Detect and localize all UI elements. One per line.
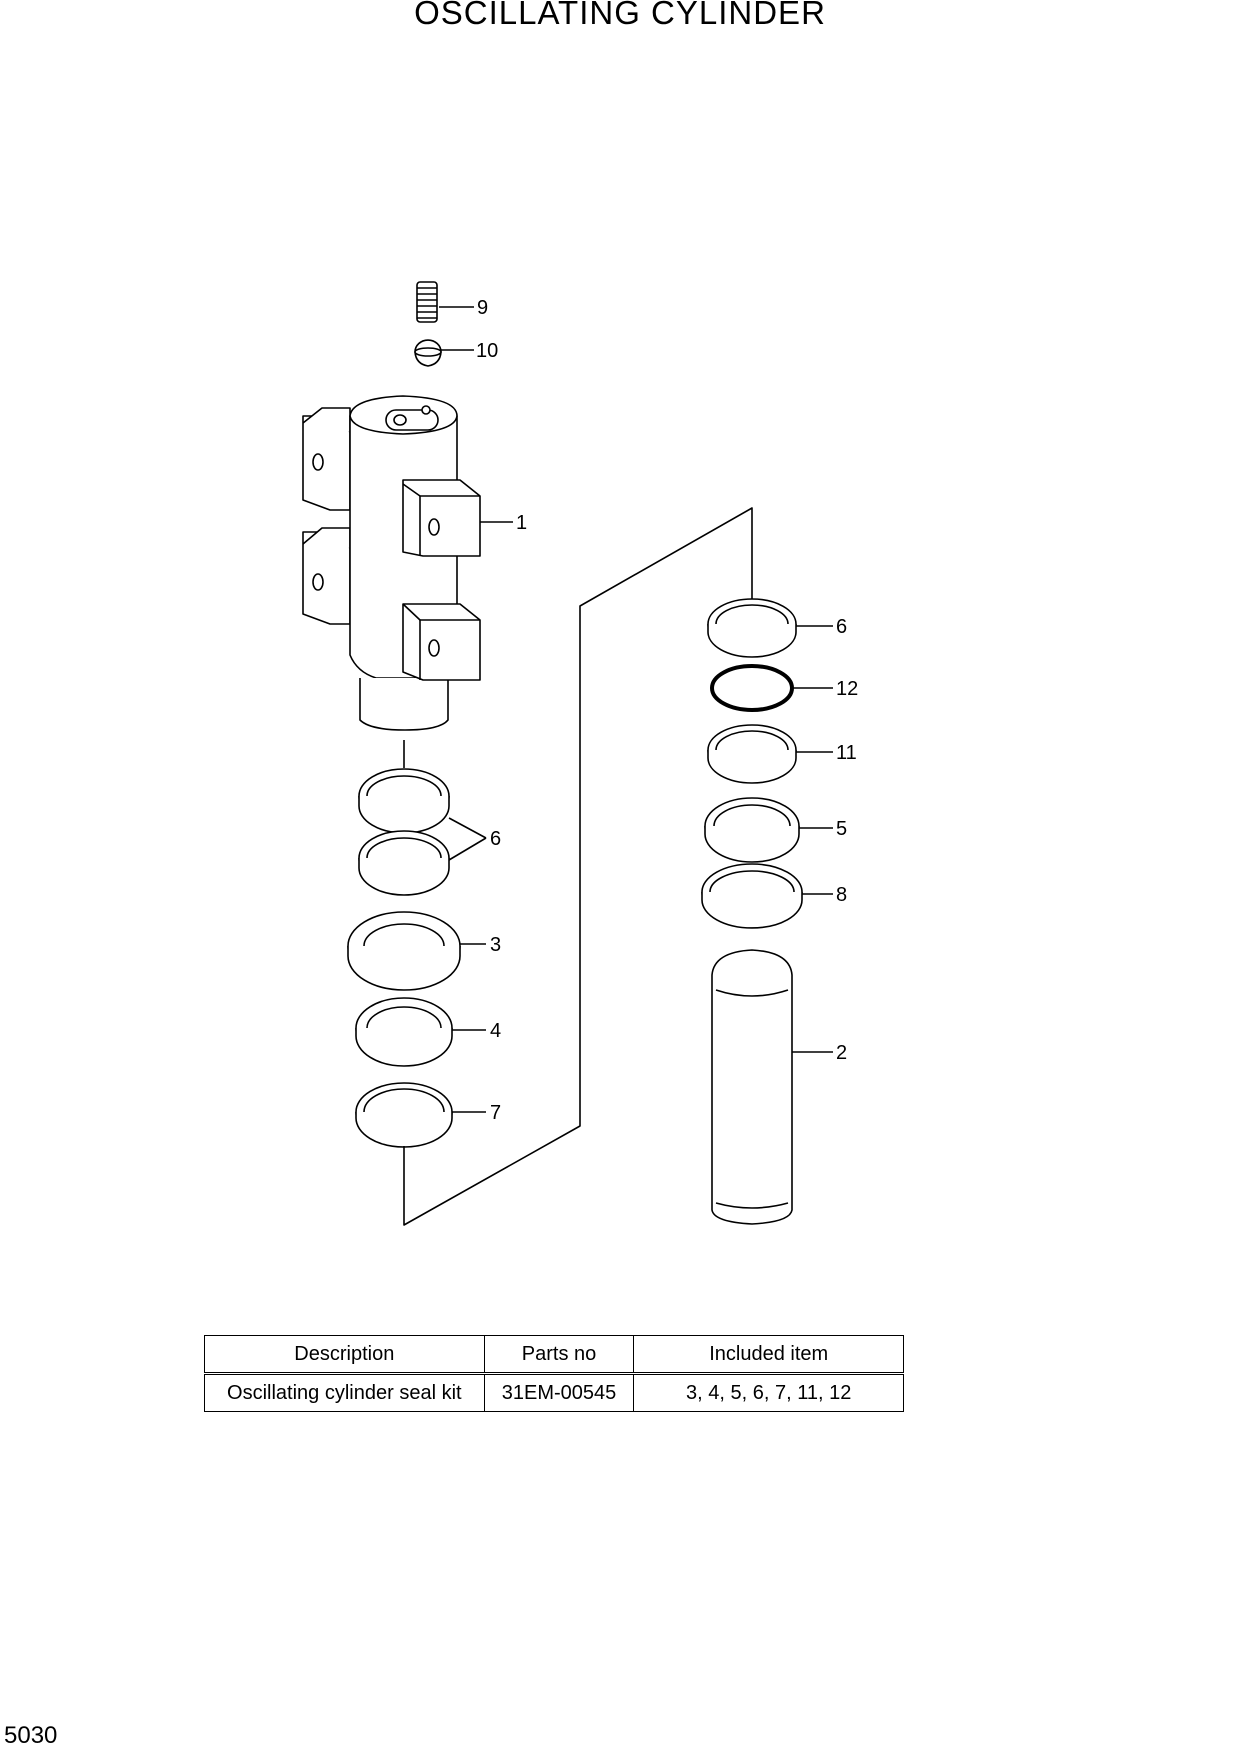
set-screw-part (416, 281, 438, 323)
page-title: OSCILLATING CYLINDER (414, 0, 826, 31)
cylinder-body-part (302, 395, 481, 731)
cell-parts-no: 31EM-00545 (483, 1373, 635, 1412)
callout-6-right: 6 (836, 616, 847, 638)
o-ring-12 (710, 664, 794, 712)
seal-ring-11 (707, 724, 797, 784)
column-header-included-item: Included item (633, 1335, 904, 1374)
callout-3: 3 (490, 934, 501, 956)
seal-kit-table: Description Parts no Included item Oscil… (204, 1335, 904, 1412)
callout-9: 9 (477, 297, 488, 319)
pin-part (711, 949, 793, 1225)
callout-2: 2 (836, 1042, 847, 1064)
seal-ring-6-right (707, 598, 797, 658)
seal-ring-6-lower (358, 830, 450, 896)
table-header-row: Description Parts no Included item (204, 1335, 904, 1374)
callout-1: 1 (516, 512, 527, 534)
seal-ring-4 (355, 997, 453, 1067)
callout-11: 11 (836, 742, 857, 764)
callout-5: 5 (836, 818, 847, 840)
callout-7: 7 (490, 1102, 501, 1124)
callout-10: 10 (476, 340, 498, 362)
seal-ring-3 (347, 911, 461, 991)
cell-included-item: 3, 4, 5, 6, 7, 11, 12 (633, 1373, 904, 1412)
table-row: Oscillating cylinder seal kit 31EM-00545… (204, 1373, 904, 1412)
seal-ring-8 (701, 863, 803, 929)
seal-ring-7 (355, 1082, 453, 1148)
callout-12: 12 (836, 678, 858, 700)
page-number: 5030 (4, 1722, 58, 1749)
cell-description: Oscillating cylinder seal kit (204, 1373, 485, 1412)
seal-ring-6-upper (358, 768, 450, 834)
seal-ring-5 (704, 797, 800, 863)
steel-ball-part (414, 339, 442, 367)
callout-8: 8 (836, 884, 847, 906)
callout-6-left: 6 (490, 828, 501, 850)
callout-4: 4 (490, 1020, 501, 1042)
column-header-description: Description (204, 1335, 485, 1374)
column-header-parts-no: Parts no (483, 1335, 635, 1374)
